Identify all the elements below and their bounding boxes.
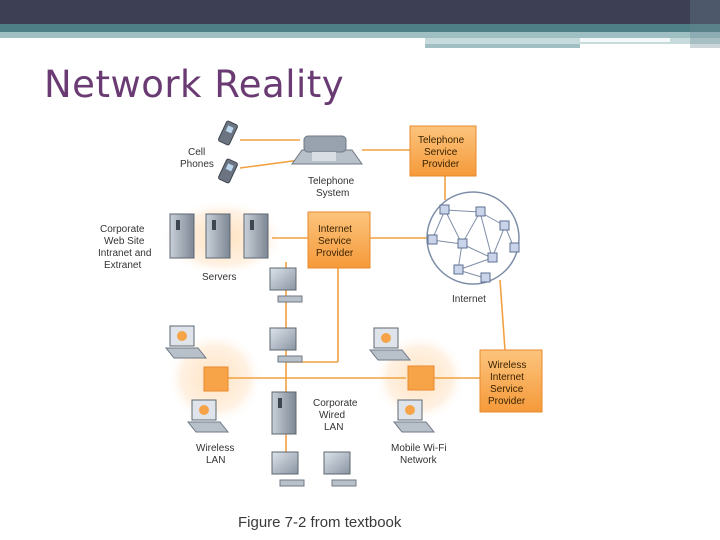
servers-label: Servers xyxy=(202,272,236,283)
server-icon xyxy=(205,213,231,259)
desktop-computer-icon xyxy=(323,451,357,487)
desktop-computer-icon xyxy=(269,327,303,363)
header-band xyxy=(0,32,720,38)
connection-lines xyxy=(228,139,516,470)
laptop-icon xyxy=(186,399,230,433)
header-corner xyxy=(690,0,720,48)
desktop-computer-icon xyxy=(269,267,303,303)
cell-phone-icon xyxy=(218,120,238,146)
internet-globe-icon xyxy=(426,191,520,285)
header-band xyxy=(425,44,580,48)
header-band xyxy=(425,38,720,44)
access-point-icon xyxy=(203,366,229,392)
desktop-computer-icon xyxy=(271,451,305,487)
access-point-icon xyxy=(407,365,435,391)
lan-server-icon xyxy=(271,391,297,435)
telephone-icon xyxy=(291,135,363,165)
slide-title: Network Reality xyxy=(44,63,345,106)
server-icon xyxy=(169,213,195,259)
header-band xyxy=(580,38,670,42)
figure-caption: Figure 7-2 from textbook xyxy=(238,514,402,531)
header-band xyxy=(0,24,720,32)
isp-box xyxy=(307,211,371,269)
laptop-icon xyxy=(392,399,436,433)
laptop-icon xyxy=(368,327,412,361)
internet-label: Internet xyxy=(452,294,486,305)
wireless-isp-box xyxy=(479,349,543,413)
header-bar xyxy=(0,0,720,24)
cell-phone-icon xyxy=(218,158,238,184)
laptop-icon xyxy=(164,325,208,359)
telephone-provider-box xyxy=(409,125,477,177)
server-icon xyxy=(243,213,269,259)
